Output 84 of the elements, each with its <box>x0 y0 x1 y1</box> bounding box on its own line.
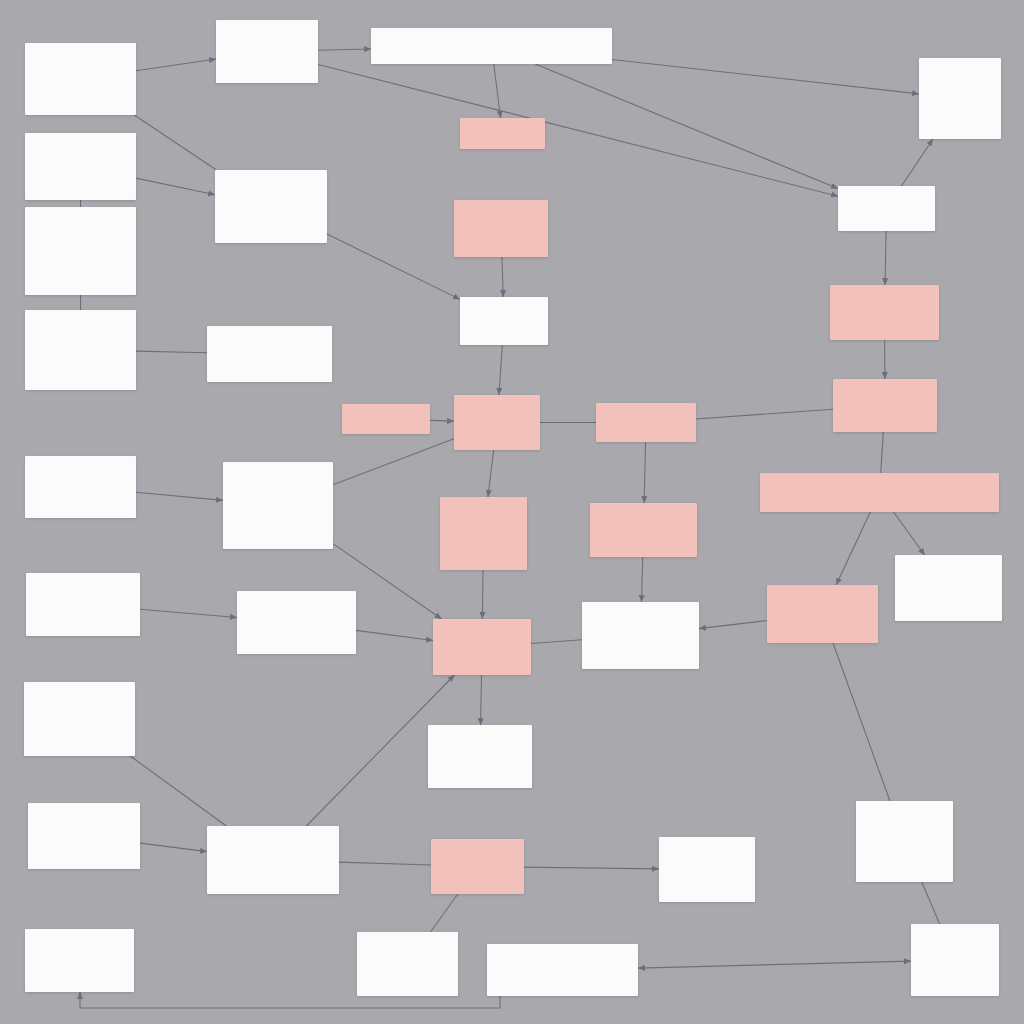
connector-line <box>429 893 459 933</box>
connector-line <box>79 199 82 208</box>
arrow <box>641 441 648 504</box>
arrow <box>523 865 660 872</box>
arrow <box>317 63 839 198</box>
arrow <box>499 256 507 298</box>
arrow <box>638 556 645 603</box>
arrow <box>485 449 495 498</box>
connector-line <box>332 438 455 486</box>
process-box <box>25 456 136 518</box>
process-box <box>215 170 327 243</box>
process-box <box>767 585 878 643</box>
process-box <box>460 297 548 345</box>
process-box <box>760 473 999 512</box>
process-box <box>590 503 697 557</box>
arrow <box>317 46 372 53</box>
connector-line <box>338 861 432 866</box>
arrow <box>881 339 888 380</box>
process-box <box>237 591 356 654</box>
arrow <box>882 230 889 286</box>
process-box <box>596 403 696 442</box>
arrow <box>135 491 224 503</box>
connector-line <box>135 350 208 354</box>
process-box <box>895 555 1002 621</box>
process-box <box>454 395 540 450</box>
process-box <box>25 310 136 390</box>
process-box <box>830 285 939 340</box>
connector-line <box>921 881 941 925</box>
process-box <box>26 573 140 636</box>
arrow <box>326 233 461 300</box>
process-box <box>919 58 1001 139</box>
connector-line <box>530 639 583 644</box>
process-box <box>838 186 935 231</box>
process-box <box>207 326 332 382</box>
process-box <box>342 404 430 434</box>
arrow <box>698 620 768 631</box>
arrow <box>477 674 484 726</box>
process-box <box>431 839 524 894</box>
process-box <box>25 207 136 295</box>
process-box <box>582 602 699 669</box>
arrow <box>355 629 434 643</box>
arrow <box>135 177 216 197</box>
arrow <box>901 138 934 187</box>
process-box <box>460 118 545 149</box>
arrow <box>139 842 208 854</box>
connector-line <box>133 114 217 171</box>
arrow <box>835 511 871 586</box>
arrow <box>534 63 839 190</box>
connector-line <box>695 408 834 420</box>
process-box <box>216 20 318 83</box>
arrow <box>893 511 926 556</box>
process-box <box>223 462 333 549</box>
arrow <box>76 991 501 1009</box>
process-box <box>433 619 531 675</box>
arrow <box>479 569 486 620</box>
arrow <box>493 63 503 119</box>
process-box <box>856 801 953 882</box>
process-box <box>25 929 134 992</box>
process-box <box>24 682 135 756</box>
process-box <box>371 28 612 64</box>
arrow <box>429 417 455 424</box>
connector-line <box>539 421 597 424</box>
process-box <box>28 803 140 869</box>
process-box <box>454 200 548 257</box>
arrow <box>332 543 443 620</box>
arrow <box>496 344 503 396</box>
arrow <box>139 608 238 620</box>
process-box <box>440 497 527 570</box>
connector-line <box>832 642 891 802</box>
process-box <box>911 924 999 996</box>
connector-line <box>129 755 227 827</box>
process-box <box>357 932 458 996</box>
process-box <box>428 725 532 788</box>
process-box <box>25 133 136 200</box>
process-box <box>833 379 937 432</box>
process-box <box>659 837 755 902</box>
process-box <box>487 944 638 996</box>
connector-line <box>880 431 884 474</box>
arrow <box>611 58 920 97</box>
arrow <box>305 674 456 827</box>
process-box <box>25 43 136 115</box>
process-box <box>207 826 339 894</box>
arrow <box>135 57 217 72</box>
arrow <box>637 958 912 971</box>
